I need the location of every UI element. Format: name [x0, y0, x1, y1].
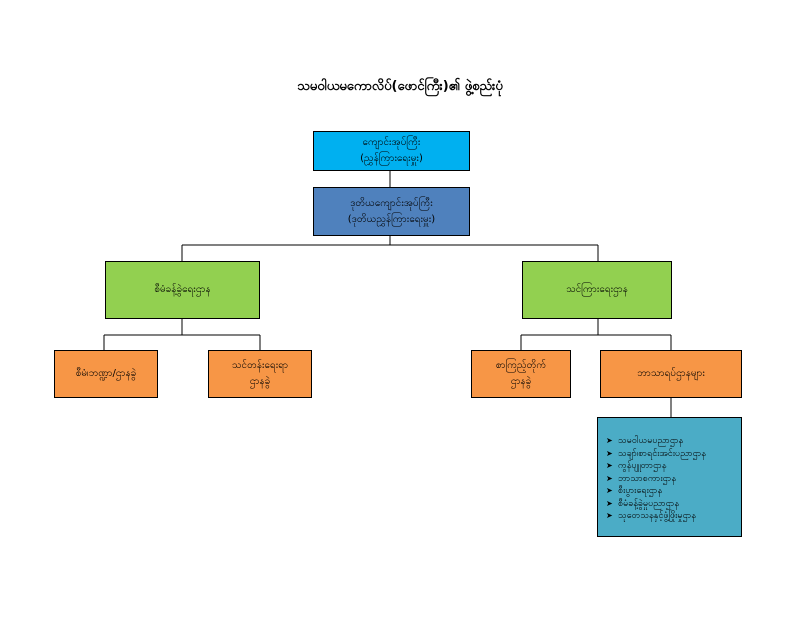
arrow-bullet-icon: ➤	[606, 511, 613, 520]
subject-item-label: စီးပွားရေးဌာန	[618, 486, 663, 496]
vice-principal-subtitle: (ဒုတိယညွှန်ကြားရေးမှူး)	[347, 213, 436, 225]
vice-principal-title: ဒုတိယကျောင်းအုပ်ကြီး	[350, 197, 433, 209]
arrow-bullet-icon: ➤	[606, 498, 613, 508]
subject-departments-node: ဘာသာရပ်ဌာနများ	[600, 350, 742, 398]
library-section-node: စာကြည့်တိုက် ဌာနခွဲ	[471, 350, 571, 398]
course-section-label-1: သင်တန်းရေးရာ	[231, 360, 289, 371]
list-item: ➤ သုတေသနနှင့်ဖွံ့ဖြိုးမှုဌာန	[606, 510, 735, 523]
admin-finance-label: စီမံ၊ဘဏ္ဍာ/ဌာနခွဲ	[75, 368, 137, 379]
teaching-department-node: သင်ကြားရေးဌာန	[522, 261, 672, 319]
arrow-bullet-icon: ➤	[606, 448, 613, 458]
subject-list-box: ➤ သမဝါယမပညာဌာန ➤ သချာ်၊စာရင်းအင်းပညာဌာန …	[597, 417, 742, 537]
list-item: ➤ ဘာသာစကားဌာန	[606, 473, 735, 486]
subject-item-label: သချာ်၊စာရင်းအင်းပညာဌာန	[618, 448, 706, 459]
admin-department-label: စီမံခန့်ခွဲရေးဌာန	[154, 284, 211, 295]
principal-node: ကျောင်းအုပ်ကြီး (ညွှန်ကြားရေးမှူး)	[313, 131, 470, 171]
list-item: ➤ စီမံခန့်ခွဲမှုပညာဌာန	[606, 498, 735, 511]
principal-title: ကျောင်းအုပ်ကြီး	[362, 137, 421, 148]
arrow-bullet-icon: ➤	[606, 473, 613, 483]
subject-item-label: စီမံခန့်ခွဲမှုပညာဌာန	[618, 498, 680, 509]
vice-principal-node: ဒုတိယကျောင်းအုပ်ကြီး (ဒုတိယညွှန်ကြားရေးမ…	[313, 187, 470, 236]
arrow-bullet-icon: ➤	[606, 461, 613, 470]
list-item: ➤ စီးပွားရေးဌာန	[606, 485, 735, 498]
course-section-label-2: ဌာနခွဲ	[249, 376, 271, 387]
subject-item-label: ကွန်ပျူတာဌာန	[618, 461, 667, 471]
library-section-label-2: ဌာနခွဲ	[510, 376, 532, 387]
arrow-bullet-icon: ➤	[606, 486, 613, 495]
admin-department-node: စီမံခန့်ခွဲရေးဌာန	[105, 261, 260, 319]
teaching-department-label: သင်ကြားရေးဌာန	[566, 284, 628, 295]
list-item: ➤ သချာ်၊စာရင်းအင်းပညာဌာန	[606, 448, 735, 461]
subject-item-label: သမဝါယမပညာဌာန	[618, 436, 684, 446]
subject-item-label: ဘာသာစကားဌာန	[618, 473, 676, 484]
page-title: သမဝါယမကောလိပ်(ဖောင်ကြီး)၏ ဖွဲ့စည်းပုံ	[297, 79, 503, 94]
subject-item-label: သုတေသနနှင့်ဖွံ့ဖြိုးမှုဌာန	[618, 511, 696, 521]
course-section-node: သင်တန်းရေးရာ ဌာနခွဲ	[208, 350, 312, 398]
arrow-bullet-icon: ➤	[606, 436, 613, 445]
list-item: ➤ သမဝါယမပညာဌာန	[606, 435, 735, 448]
principal-subtitle: (ညွှန်ကြားရေးမှူး)	[360, 153, 423, 164]
admin-finance-node: စီမံ၊ဘဏ္ဍာ/ဌာနခွဲ	[54, 350, 158, 398]
subject-departments-label: ဘာသာရပ်ဌာနများ	[637, 368, 705, 379]
list-item: ➤ ကွန်ပျူတာဌာန	[606, 460, 735, 473]
library-section-label-1: စာကြည့်တိုက်	[495, 360, 547, 371]
